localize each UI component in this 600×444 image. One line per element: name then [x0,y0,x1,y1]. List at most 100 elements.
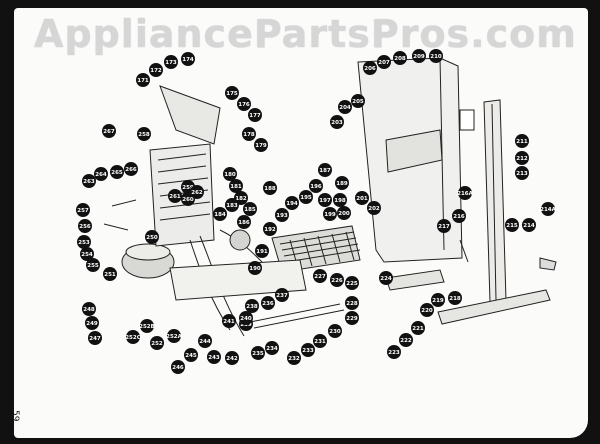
callout-265: 265 [110,165,124,179]
svg-text:187: 187 [319,168,331,174]
svg-text:185: 185 [244,207,256,213]
drier [103,223,129,231]
svg-text:252: 252 [151,341,163,347]
svg-text:224: 224 [380,276,392,282]
svg-text:253: 253 [78,240,90,246]
clip [459,239,469,263]
callout-224: 224 [379,271,393,285]
svg-text:259: 259 [182,185,194,191]
callout-223: 223 [387,345,401,359]
svg-text:223: 223 [388,350,400,356]
svg-text:251: 251 [104,272,116,278]
callout-195: 195 [299,190,313,204]
svg-text:237: 237 [276,293,288,299]
callout-264: 264 [94,167,108,181]
callout-220: 220 [420,303,434,317]
callout-232: 232 [287,351,301,365]
callout-206: 206 [363,61,377,75]
watermark: AppliancePartsPros.com [34,12,577,56]
svg-text:256: 256 [79,224,91,230]
callout-236: 236 [261,296,275,310]
evaporator [149,143,215,247]
callout-193: 193 [275,208,289,222]
svg-text:252C: 252C [125,335,141,341]
callout-215: 215 [505,218,519,232]
callout-237: 237 [275,288,289,302]
svg-text:196: 196 [310,184,322,190]
svg-text:201: 201 [356,196,368,202]
callout-188: 188 [263,181,277,195]
svg-text:227: 227 [314,274,326,280]
callout-257: 257 [76,203,90,217]
callout-185: 185 [243,202,257,216]
callout-183: 183 [225,198,239,212]
svg-text:181: 181 [230,184,242,190]
channel-groove [491,103,497,301]
svg-text:179: 179 [255,143,267,149]
svg-text:246: 246 [172,365,184,371]
callout-234: 234 [265,341,279,355]
callout-255: 255 [86,258,100,272]
callout-184: 184 [213,207,227,221]
callout-202: 202 [367,201,381,215]
lower-strip [249,303,345,329]
svg-text:171: 171 [137,78,149,84]
svg-text:180: 180 [224,172,236,178]
svg-text:241: 241 [223,319,235,325]
callout-190: 190 [248,261,262,275]
svg-text:225: 225 [346,281,358,287]
svg-text:195: 195 [300,195,312,201]
base-rail [437,289,551,325]
callout-258: 258 [137,127,151,141]
callout-209: 209 [412,49,426,63]
callout-230: 230 [328,324,342,338]
svg-text:252A: 252A [166,334,182,340]
callout-192: 192 [263,222,277,236]
callout-213: 213 [515,166,529,180]
svg-text:184: 184 [214,212,226,218]
top-bracket [159,85,221,145]
callout-252c: 252C [125,330,141,344]
callout-261: 261 [168,189,182,203]
callout-187: 187 [318,163,332,177]
callout-210: 210 [429,49,443,63]
svg-text:249: 249 [86,321,98,327]
svg-text:175: 175 [226,91,238,97]
svg-text:200: 200 [338,211,350,217]
callout-263: 263 [82,174,96,188]
callout-244: 244 [198,334,212,348]
callout-221: 221 [411,321,425,335]
callout-248: 248 [82,302,96,316]
svg-text:176: 176 [238,102,250,108]
svg-text:193: 193 [276,213,288,219]
callout-176: 176 [237,97,251,111]
callout-196: 196 [309,179,323,193]
callout-229: 229 [345,311,359,325]
svg-text:198: 198 [334,198,346,204]
svg-text:213: 213 [516,171,528,177]
callout-175: 175 [225,86,239,100]
callout-218: 218 [448,291,462,305]
callout-238: 238 [245,299,259,313]
callout-207: 207 [377,55,391,69]
svg-text:239: 239 [240,322,252,328]
svg-text:242: 242 [226,356,238,362]
svg-text:238: 238 [246,304,258,310]
svg-text:216: 216 [453,214,465,220]
svg-text:183: 183 [226,203,238,209]
svg-text:215: 215 [506,223,518,229]
callout-247: 247 [88,331,102,345]
callout-253: 253 [77,235,91,249]
svg-text:240: 240 [240,316,252,322]
callout-212: 212 [515,151,529,165]
callout-194: 194 [285,196,299,210]
svg-text:174: 174 [182,57,194,63]
svg-text:235: 235 [252,351,264,357]
callout-211: 211 [515,134,529,148]
svg-text:220: 220 [421,308,433,314]
callout-214a: 214A [540,202,557,216]
callout-171: 171 [136,73,150,87]
svg-text:214A: 214A [540,207,556,213]
callout-252: 252 [150,336,164,350]
svg-text:264: 264 [95,172,107,178]
